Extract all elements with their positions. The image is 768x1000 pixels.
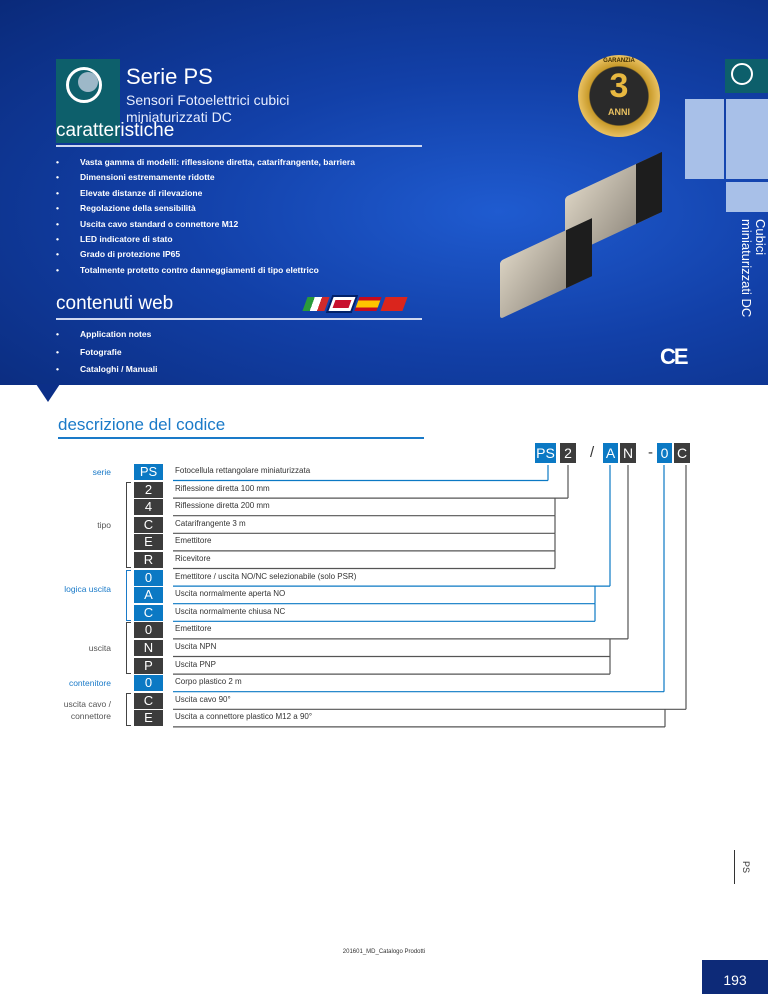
code-value-box: C — [134, 692, 163, 709]
group-label: serie — [92, 467, 111, 477]
page-number: 193 — [702, 960, 768, 994]
warranty-badge: GARANZIA 3 ANNI — [578, 55, 660, 137]
badge-top-text: GARANZIA — [603, 58, 635, 64]
code-separator: / — [590, 444, 595, 461]
divider — [56, 145, 422, 147]
code-part: 2 — [560, 443, 576, 463]
code-description: Ricevitore — [175, 554, 211, 563]
feature-item: Grado di protezione IP65 — [56, 249, 355, 264]
code-part: PS — [535, 443, 556, 463]
code-description: Emettitore — [175, 536, 212, 546]
feature-item: Vasta gamma di modelli: riflessione dire… — [56, 157, 355, 172]
feature-item: Uscita cavo standard o connettore M12 — [56, 219, 355, 234]
category-icon-barrier[interactable] — [685, 99, 724, 179]
code-description: Uscita PNP — [175, 659, 216, 669]
web-content-link[interactable]: Fotografie — [56, 347, 157, 365]
code-description: Uscita normalmente aperta NO — [175, 589, 286, 599]
page-title: Serie PS — [126, 64, 213, 89]
code-description: Corpo plastico 2 m — [175, 677, 242, 687]
page-subtitle: Sensori Fotoelettrici cubici miniaturizz… — [126, 92, 290, 125]
code-description: Riflessione diretta 200 mm — [175, 501, 270, 511]
features-heading: caratteristiche — [56, 120, 175, 141]
group-label: uscita cavo / connettore — [63, 698, 111, 721]
header-banner: Serie PS Sensori Fotoelettrici cubici mi… — [0, 0, 768, 385]
code-value-box: N — [134, 640, 163, 656]
series-logo-small — [725, 59, 768, 93]
code-description: Emettitore / uscita NO/NC selezionabile … — [175, 571, 357, 581]
series-logo — [56, 59, 120, 143]
feature-item: Totalmente protetto contro danneggiament… — [56, 265, 355, 280]
code-value-box: 0 — [134, 622, 163, 639]
web-content-link[interactable]: Application notes — [56, 329, 157, 347]
code-value-box: 0 — [134, 569, 163, 586]
code-value-box: 4 — [134, 499, 163, 516]
feature-item: Regolazione della sensibilità — [56, 203, 355, 218]
code-value-box: C — [134, 516, 163, 533]
code-description: Uscita cavo 90° — [175, 694, 231, 704]
feature-item: Elevate distanze di rilevazione — [56, 188, 355, 203]
section-label: PS — [741, 860, 752, 874]
group-bracket — [126, 569, 131, 621]
code-description: Uscita a connettore plastico M12 a 90° — [175, 712, 313, 722]
group-label: uscita — [88, 643, 111, 653]
code-separator: - — [648, 444, 653, 461]
code-part: 0 — [657, 443, 672, 463]
web-heading: contenuti web — [56, 293, 174, 314]
group-label: tipo — [97, 519, 111, 530]
code-value-box: E — [134, 534, 163, 551]
badge-label: ANNI — [608, 107, 630, 117]
web-content-link[interactable]: Cataloghi / Manuali — [56, 364, 157, 382]
ce-mark: CE — [660, 344, 689, 369]
code-description: Fotocellula rettangolare miniaturizzata — [175, 466, 311, 475]
code-description: Uscita NPN — [175, 642, 217, 651]
code-heading: descrizione del codice — [58, 415, 226, 434]
divider — [734, 850, 735, 884]
feature-item: Dimensioni estremamente ridotte — [56, 172, 355, 187]
code-description: Emettitore — [175, 624, 212, 634]
badge-number: 3 — [609, 67, 629, 105]
code-value-box: P — [134, 657, 163, 674]
code-part: A — [603, 443, 618, 463]
code-part: C — [674, 443, 690, 463]
web-list: Application notesFotografieCataloghi / M… — [56, 329, 157, 382]
code-description: Uscita normalmente chiusa NC — [175, 606, 286, 616]
code-value-box: E — [134, 710, 163, 727]
code-description: Riflessione diretta 100 mm — [175, 483, 270, 493]
divider — [58, 437, 424, 439]
banner-notch — [36, 384, 60, 402]
category-icon-reflection[interactable] — [726, 99, 768, 179]
code-value-box: C — [134, 604, 163, 621]
group-label: logica uscita — [64, 584, 111, 595]
code-part: N — [620, 443, 636, 463]
divider — [56, 318, 422, 320]
code-description: Catarifrangente 3 m — [175, 518, 246, 528]
group-bracket — [126, 481, 131, 568]
category-icon-retroreflective[interactable] — [726, 182, 768, 212]
group-label: contenitore — [68, 678, 111, 689]
code-value-box: PS — [134, 464, 163, 480]
feature-item: LED indicatore di stato — [56, 234, 355, 249]
code-value-box: R — [134, 552, 163, 568]
code-value-box: 2 — [134, 481, 163, 498]
features-list: Vasta gamma di modelli: riflessione dire… — [56, 157, 355, 280]
catalog-footer: 201601_MD_Catalogo Prodotti — [342, 949, 426, 955]
group-bracket — [126, 622, 131, 674]
code-value-box: 0 — [134, 675, 163, 692]
code-value-box: A — [134, 587, 163, 604]
group-bracket — [126, 692, 131, 727]
